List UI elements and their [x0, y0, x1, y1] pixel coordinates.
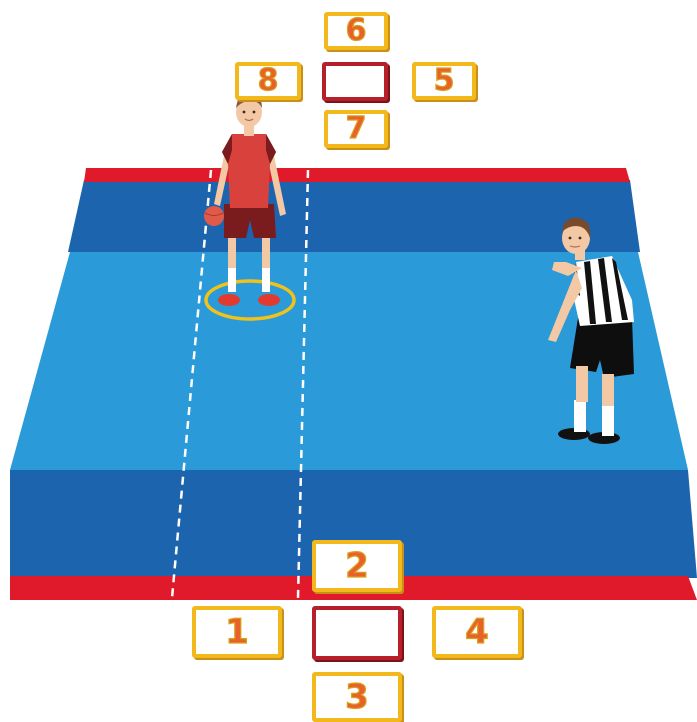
option-box-6[interactable]: 6	[324, 12, 388, 50]
option-box-7[interactable]: 7	[324, 110, 388, 148]
option-box-8[interactable]: 8	[235, 62, 301, 100]
option-label-6: 6	[346, 16, 367, 46]
bottom-center-box[interactable]	[312, 606, 402, 660]
top-center-box[interactable]	[322, 62, 388, 101]
option-label-4: 4	[465, 615, 489, 649]
option-label-7: 7	[346, 114, 367, 144]
option-label-8: 8	[258, 66, 279, 96]
option-box-3[interactable]: 3	[312, 672, 402, 722]
option-label-5: 5	[434, 66, 455, 96]
option-label-3: 3	[345, 680, 369, 714]
option-label-2: 2	[345, 549, 369, 583]
option-box-2[interactable]: 2	[312, 540, 402, 592]
option-label-1: 1	[225, 615, 249, 649]
option-box-4[interactable]: 4	[432, 606, 522, 658]
option-box-1[interactable]: 1	[192, 606, 282, 658]
court-dark-zone-top	[68, 180, 640, 252]
court-top-line	[84, 168, 630, 182]
option-box-5[interactable]: 5	[412, 62, 476, 100]
